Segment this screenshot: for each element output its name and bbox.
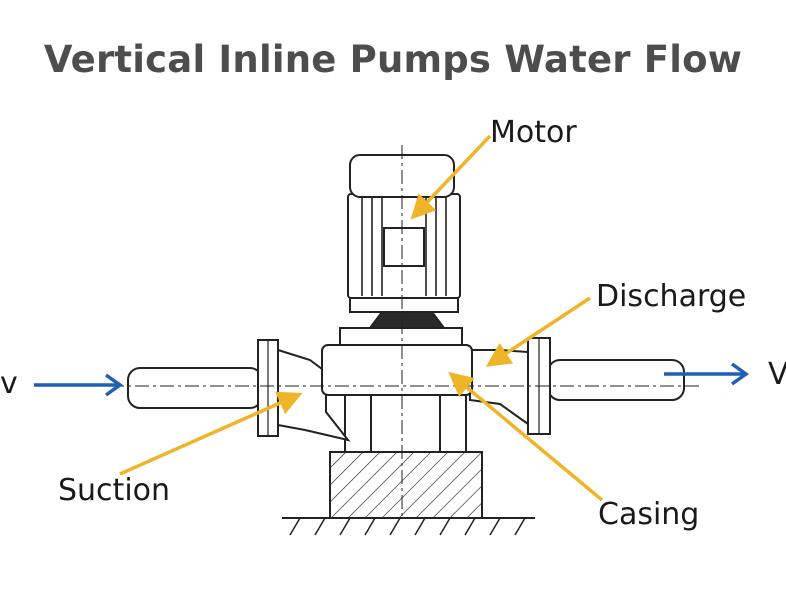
- pump-casing: [321, 344, 473, 396]
- label-motor: Motor: [490, 115, 577, 150]
- label-casing: Casing: [598, 497, 699, 532]
- flow-label-left-cropped: v: [0, 366, 18, 401]
- pump-line-art: [110, 145, 700, 536]
- leader-casing: [448, 371, 604, 502]
- support-leg-right: [439, 391, 467, 453]
- foundation-block: [329, 451, 483, 519]
- leader-discharge: [485, 296, 591, 367]
- suction-pipe: [127, 367, 263, 409]
- flow-arrows: [34, 362, 750, 397]
- support-leg-left: [344, 391, 372, 453]
- leader-suction: [119, 391, 303, 476]
- label-discharge: Discharge: [596, 279, 746, 314]
- discharge-pipe: [547, 359, 685, 401]
- diagram-title: Vertical Inline Pumps Water Flow: [43, 38, 743, 81]
- coupling-bracket: [339, 327, 463, 346]
- center-lines: [110, 145, 700, 520]
- flow-label-right-cropped: V: [768, 357, 786, 392]
- label-suction: Suction: [58, 473, 170, 508]
- ground-hatch: [289, 517, 526, 536]
- suction-nozzle: [277, 348, 351, 442]
- leader-motor: [410, 134, 492, 220]
- coupling: [368, 311, 446, 329]
- terminal-box: [383, 227, 425, 267]
- leader-lines: [119, 134, 604, 502]
